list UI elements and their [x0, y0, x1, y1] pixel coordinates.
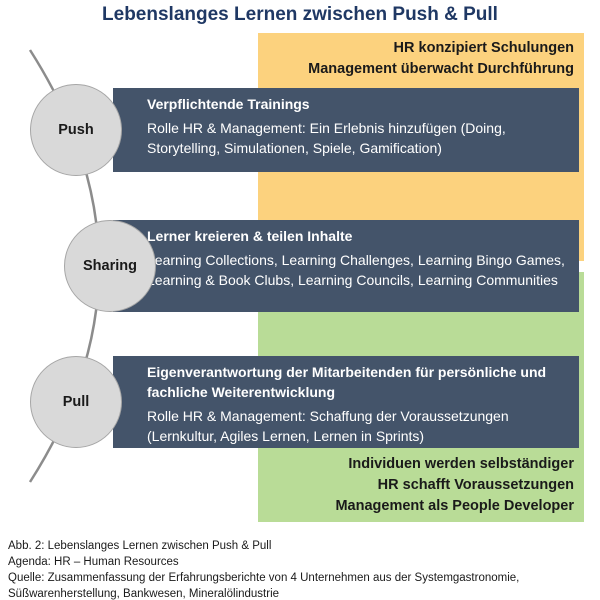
stage-circle-sharing: Sharing	[64, 220, 156, 312]
figure-caption: Abb. 2: Lebenslanges Lernen zwischen Pus…	[8, 538, 519, 600]
stage-label: Push	[58, 122, 94, 138]
stage-body: Rolle HR & Management: Schaffung der Vor…	[147, 408, 509, 444]
caption-line: Süßwarenherstellung, Bankwesen, Mineralö…	[8, 588, 280, 600]
stage-heading: Lerner kreieren & teilen Inhalte	[147, 228, 353, 244]
stage-circle-pull: Pull	[30, 356, 122, 448]
stage-heading: Verpflichtende Trainings	[147, 96, 310, 112]
green-panel-text: Individuen werden selbständiger HR schaf…	[335, 454, 574, 517]
caption-line: Agenda: HR – Human Resources	[8, 556, 179, 568]
green-panel-line: Individuen werden selbständiger	[348, 456, 574, 472]
diagram-title: Lebenslanges Lernen zwischen Push & Pull	[102, 4, 498, 25]
green-panel-line: HR schafft Voraussetzungen	[377, 477, 574, 493]
stage-label: Sharing	[83, 258, 137, 274]
orange-panel-text: HR konzipiert Schulungen Management über…	[308, 38, 574, 80]
stage-circle-push: Push	[30, 84, 122, 176]
stage-heading: Eigenverantwortung der Mitarbeitenden fü…	[147, 364, 547, 400]
stage-bar-pull: Eigenverantwortung der Mitarbeitenden fü…	[113, 356, 579, 448]
caption-line: Abb. 2: Lebenslanges Lernen zwischen Pus…	[8, 540, 272, 552]
caption-line: Quelle: Zusammenfassung der Erfahrungsbe…	[8, 572, 520, 584]
stage-bar-sharing: Lerner kreieren & teilen Inhalte Learnin…	[113, 220, 579, 312]
orange-panel-line: Management überwacht Durchführung	[308, 61, 574, 77]
stage-body: Rolle HR & Management: Ein Erlebnis hinz…	[147, 120, 506, 156]
stage-label: Pull	[62, 394, 90, 410]
stage-body: Learning Collections, Learning Challenge…	[147, 252, 565, 288]
green-panel-line: Management als People Developer	[335, 498, 574, 514]
orange-panel-line: HR konzipiert Schulungen	[393, 40, 574, 56]
stage-bar-push: Verpflichtende Trainings Rolle HR & Mana…	[113, 88, 579, 172]
